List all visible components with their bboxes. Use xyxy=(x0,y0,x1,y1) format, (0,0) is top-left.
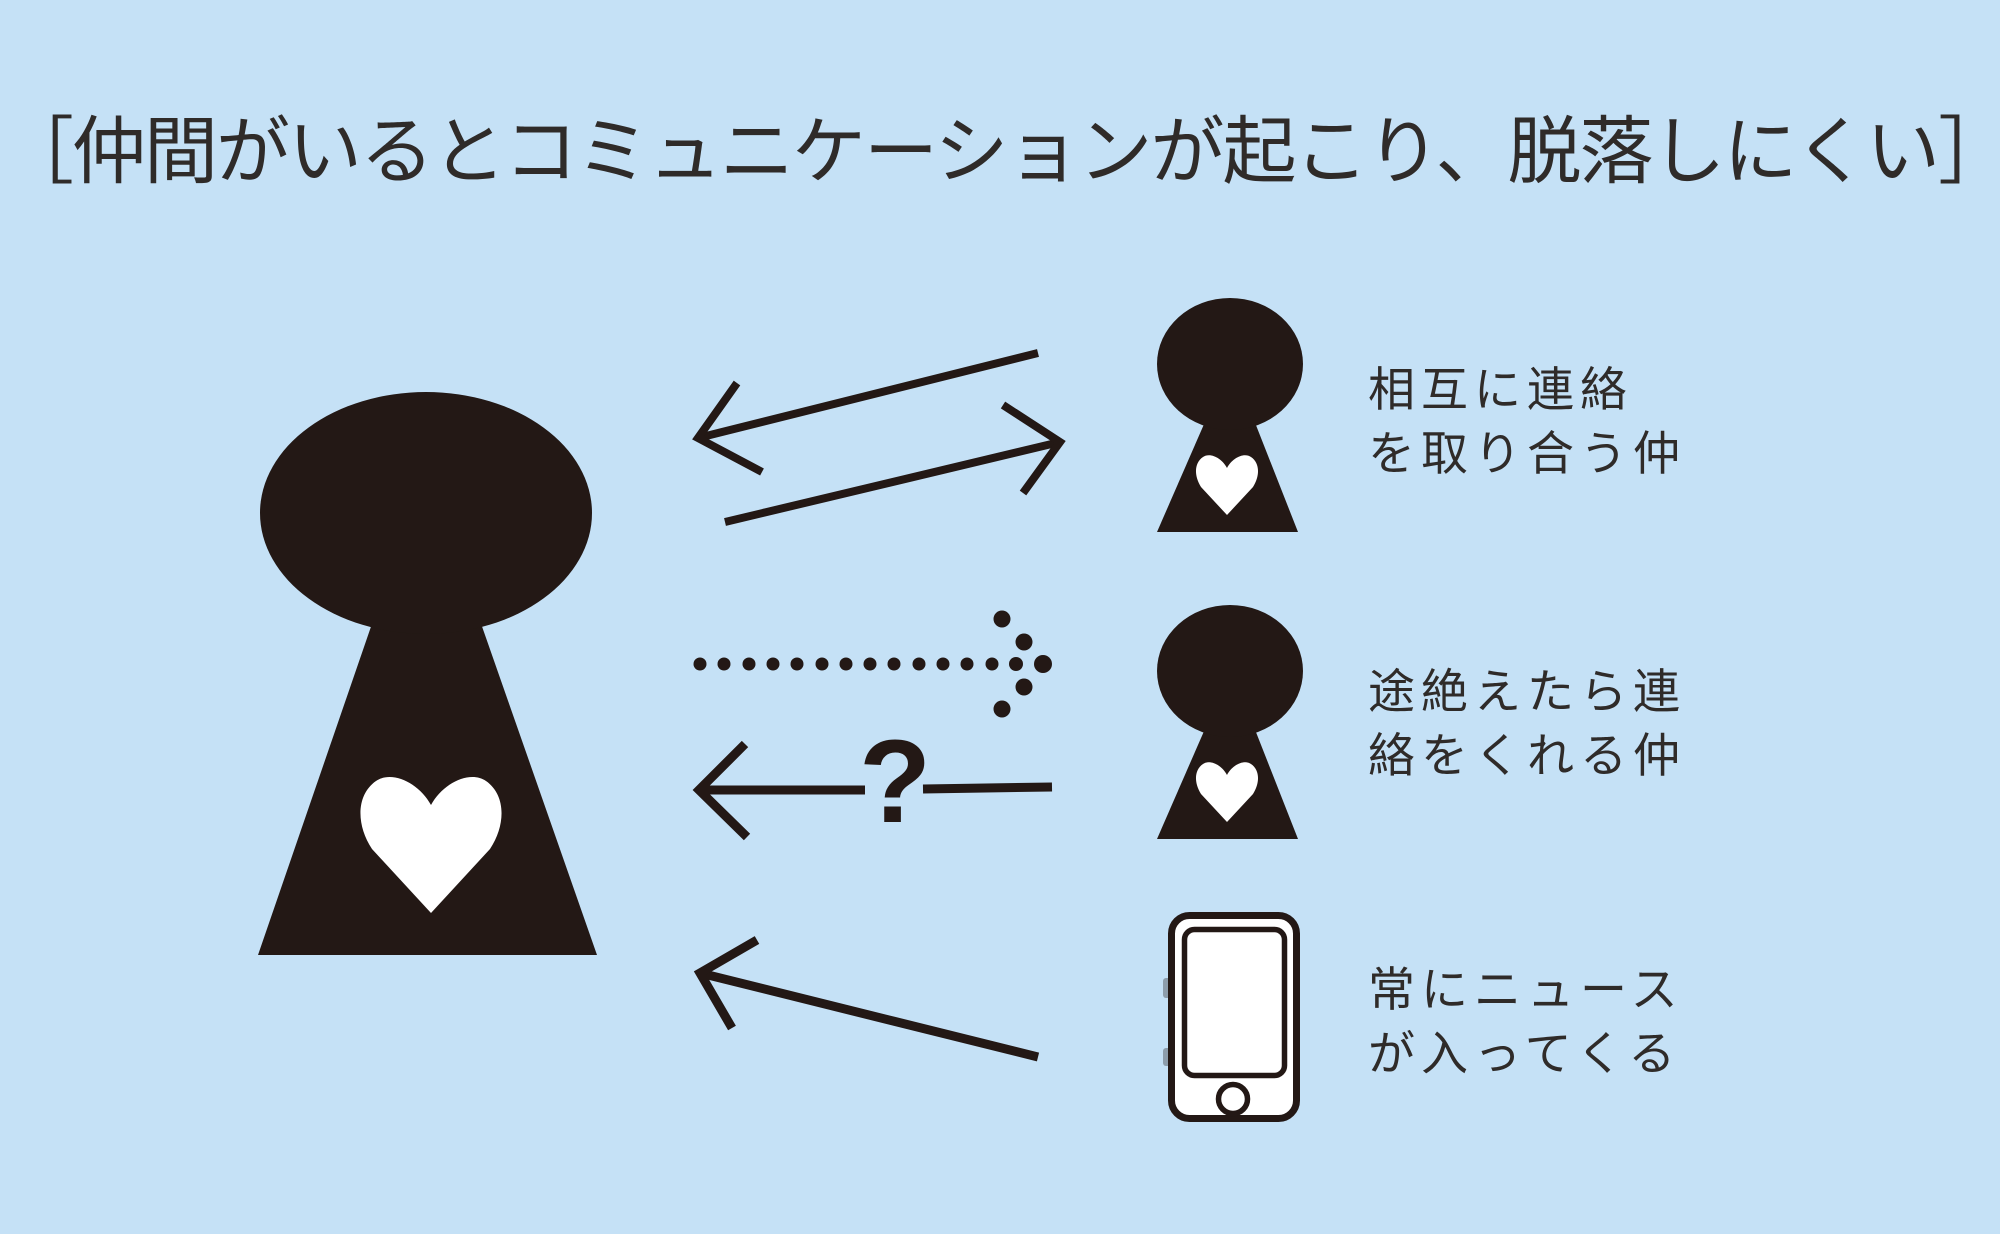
label-line: 常にニュース xyxy=(1368,963,1684,1016)
news-arrow-left-icon xyxy=(693,936,1040,1062)
person-with-heart-large-icon xyxy=(258,392,597,955)
question-mark: ? xyxy=(858,716,932,848)
diagram-title: ［仲間がいるとコミュニケーションが起こり、脱落しにくい］ xyxy=(0,110,2000,193)
label-line: を取り合う仲 xyxy=(1368,427,1686,480)
heart-icon xyxy=(360,777,502,913)
phone-screen xyxy=(1181,926,1288,1079)
label-line: が入ってくる xyxy=(1368,1027,1682,1080)
label-reconnect: 途絶えたら連 絡をくれる仲 xyxy=(1368,660,1686,788)
label-line: 絡をくれる仲 xyxy=(1368,729,1686,782)
phone-home-button xyxy=(1215,1081,1251,1117)
person-with-heart-icon xyxy=(1157,298,1303,532)
mutual-arrows-icon xyxy=(692,349,1066,526)
heart-icon xyxy=(1195,762,1259,822)
person-with-heart-icon xyxy=(1157,605,1303,839)
label-news: 常にニュース が入ってくる xyxy=(1368,958,1684,1086)
heart-icon xyxy=(1195,455,1259,515)
label-line: 相互に連絡 xyxy=(1368,363,1633,416)
questioned-arrow-left-icon xyxy=(692,740,1053,841)
smartphone-icon xyxy=(1163,912,1300,1122)
label-line: 途絶えたら連 xyxy=(1368,665,1686,718)
dotted-arrow-right-icon xyxy=(693,610,1052,718)
label-mutual-contact: 相互に連絡 を取り合う仲 xyxy=(1368,358,1686,486)
